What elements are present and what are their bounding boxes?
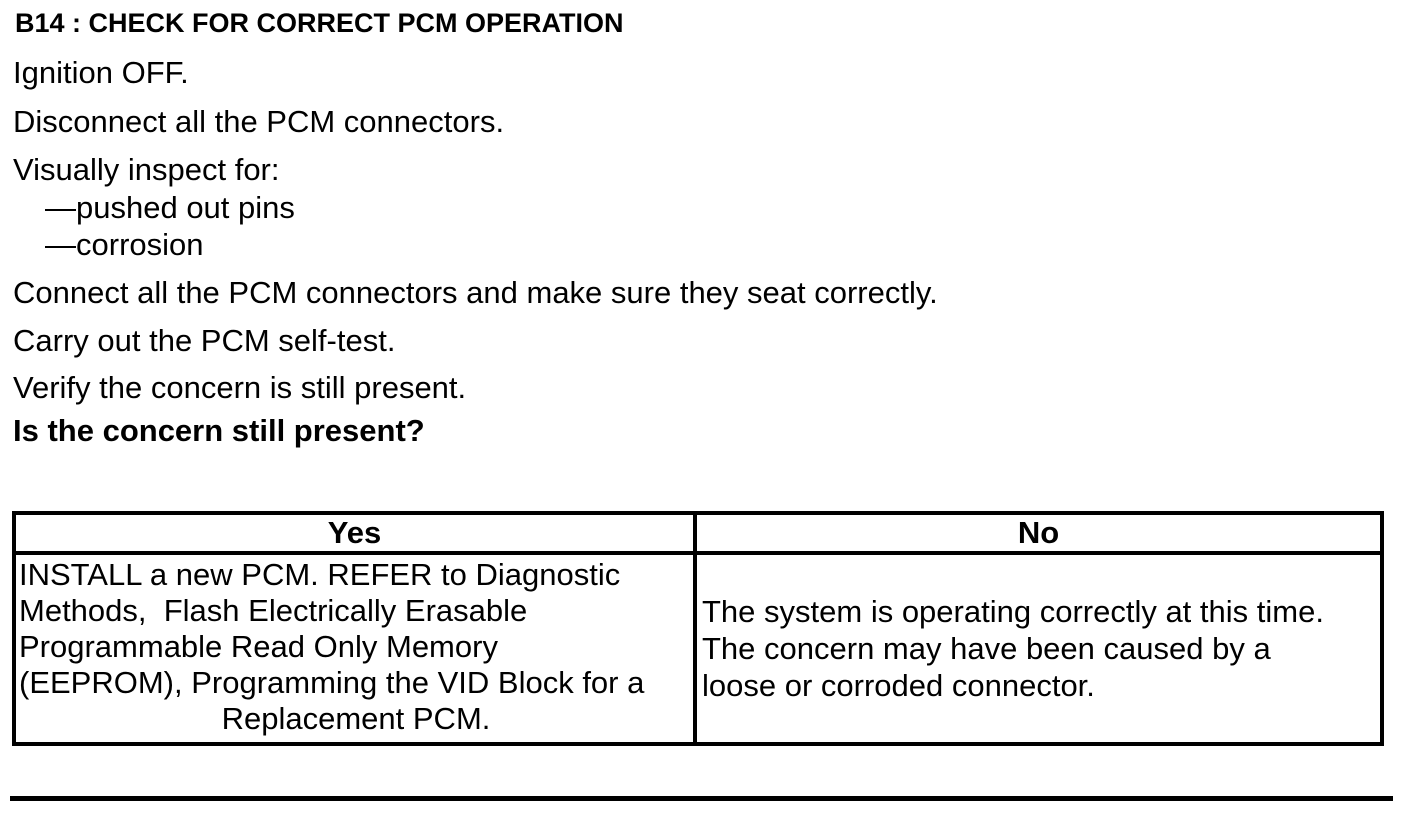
yes-cell-line: Programmable Read Only Memory: [19, 629, 498, 664]
procedure-question: Is the concern still present?: [13, 413, 425, 448]
procedure-step: Connect all the PCM connectors and make …: [13, 275, 938, 310]
no-cell-line: loose or corroded connector.: [702, 668, 1095, 703]
procedure-step: Visually inspect for:: [13, 152, 280, 187]
procedure-step: Verify the concern is still present.: [13, 370, 467, 405]
procedure-step: Carry out the PCM self-test.: [13, 323, 396, 358]
page-title: B14 : CHECK FOR CORRECT PCM OPERATION: [15, 8, 624, 38]
procedure-substep: —corrosion: [45, 227, 204, 262]
procedure-substep: —pushed out pins: [45, 190, 295, 225]
procedure-step: Disconnect all the PCM connectors.: [13, 104, 505, 139]
no-cell-line: The concern may have been caused by a: [702, 631, 1271, 666]
table-header-row: Yes No: [16, 515, 1380, 555]
yes-cell: INSTALL a new PCM. REFER to Diagnostic M…: [16, 555, 697, 742]
column-header-yes: Yes: [16, 515, 697, 551]
answer-table: Yes No INSTALL a new PCM. REFER to Diagn…: [12, 511, 1384, 746]
procedure-step: Ignition OFF.: [13, 55, 189, 90]
yes-cell-line: INSTALL a new PCM. REFER to Diagnostic: [19, 557, 621, 592]
yes-cell-line: Methods, Flash Electrically Erasable: [19, 593, 528, 628]
no-cell: The system is operating correctly at thi…: [697, 555, 1380, 742]
page-divider-rule: [10, 796, 1393, 801]
yes-cell-line: (EEPROM), Programming the VID Block for …: [19, 665, 645, 700]
column-header-no: No: [1017, 515, 1060, 550]
table-body-row: INSTALL a new PCM. REFER to Diagnostic M…: [16, 555, 1380, 742]
yes-cell-line: Replacement PCM.: [221, 701, 491, 736]
no-cell-line: The system is operating correctly at thi…: [702, 594, 1324, 629]
